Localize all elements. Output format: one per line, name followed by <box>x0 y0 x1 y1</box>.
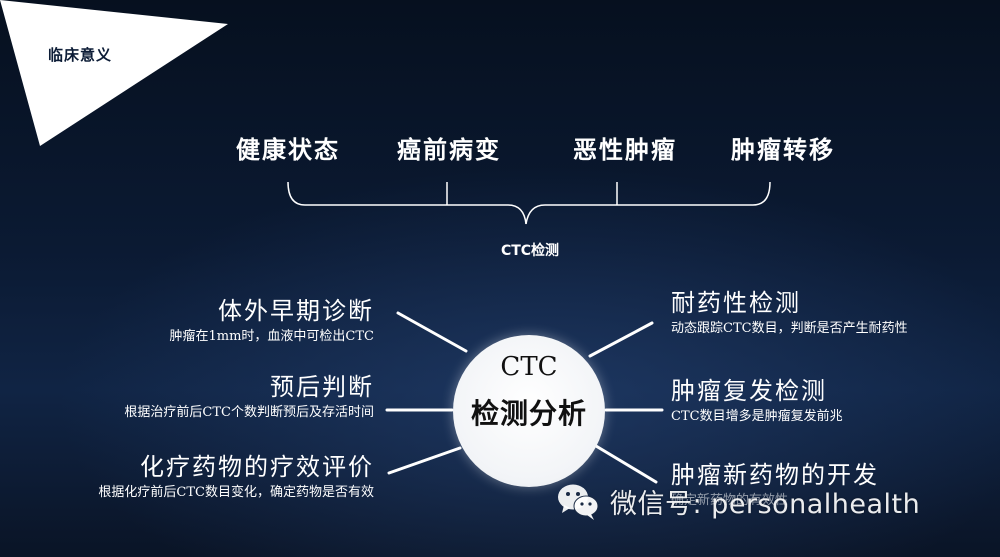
right-item-new-drug: 肿瘤新药物的开发 确定新药物的有效性 <box>671 460 879 510</box>
spoke-lines <box>385 311 664 484</box>
stage-brace <box>287 181 771 225</box>
spoke-drug-resistance <box>588 321 654 358</box>
item-title: 体外早期诊断 <box>218 297 374 325</box>
spoke-chemo-evaluation <box>387 446 462 475</box>
item-desc: 动态跟踪CTC数目，判断是否产生耐药性 <box>671 321 908 336</box>
left-item-prognosis: 预后判断 根据治疗前后CTC个数判断预后及存活时间 <box>124 372 374 422</box>
item-title: 化疗药物的疗效评价 <box>140 453 374 481</box>
center-title-line1: CTC <box>500 352 558 382</box>
wechat-icon <box>558 484 599 520</box>
stage-label-metastasis: 肿瘤转移 <box>731 135 835 164</box>
center-circle <box>453 335 605 487</box>
center-title-line2: 检测分析 <box>470 397 587 430</box>
item-desc: 确定新药物的有效性 <box>671 493 789 508</box>
right-item-drug-resistance: 耐药性检测 动态跟踪CTC数目，判断是否产生耐药性 <box>671 288 908 338</box>
spoke-early-diagnosis <box>396 311 468 353</box>
section-title: 临床意义 <box>48 46 113 64</box>
item-title: 预后判断 <box>270 373 374 401</box>
right-item-recurrence: 肿瘤复发检测 CTC数目增多是肿瘤复发前兆 <box>671 376 843 426</box>
corner-triangle <box>0 0 228 146</box>
item-desc: 根据化疗前后CTC数目变化，确定药物是否有效 <box>98 485 374 500</box>
item-desc: 根据治疗前后CTC个数判断预后及存活时间 <box>124 405 374 420</box>
spoke-new-drug <box>594 444 658 484</box>
item-title: 肿瘤复发检测 <box>671 377 827 405</box>
item-desc: 肿瘤在1mm时，血液中可检出CTC <box>169 329 375 344</box>
item-title: 肿瘤新药物的开发 <box>671 461 879 489</box>
wechat-watermark: 微信号: personalhealth <box>556 478 920 524</box>
watermark-text: 微信号: personalhealth <box>610 488 921 520</box>
item-title: 耐药性检测 <box>671 289 801 317</box>
item-desc: CTC数目增多是肿瘤复发前兆 <box>671 409 843 424</box>
stage-label-healthy: 健康状态 <box>236 135 340 164</box>
left-item-chemo-evaluation: 化疗药物的疗效评价 根据化疗前后CTC数目变化，确定药物是否有效 <box>98 452 374 502</box>
stage-label-malignant: 恶性肿瘤 <box>573 135 677 164</box>
left-item-early-diagnosis: 体外早期诊断 肿瘤在1mm时，血液中可检出CTC <box>170 296 375 346</box>
detection-label: CTC检测 <box>500 243 560 259</box>
stage-label-precancer: 癌前病变 <box>397 135 501 164</box>
